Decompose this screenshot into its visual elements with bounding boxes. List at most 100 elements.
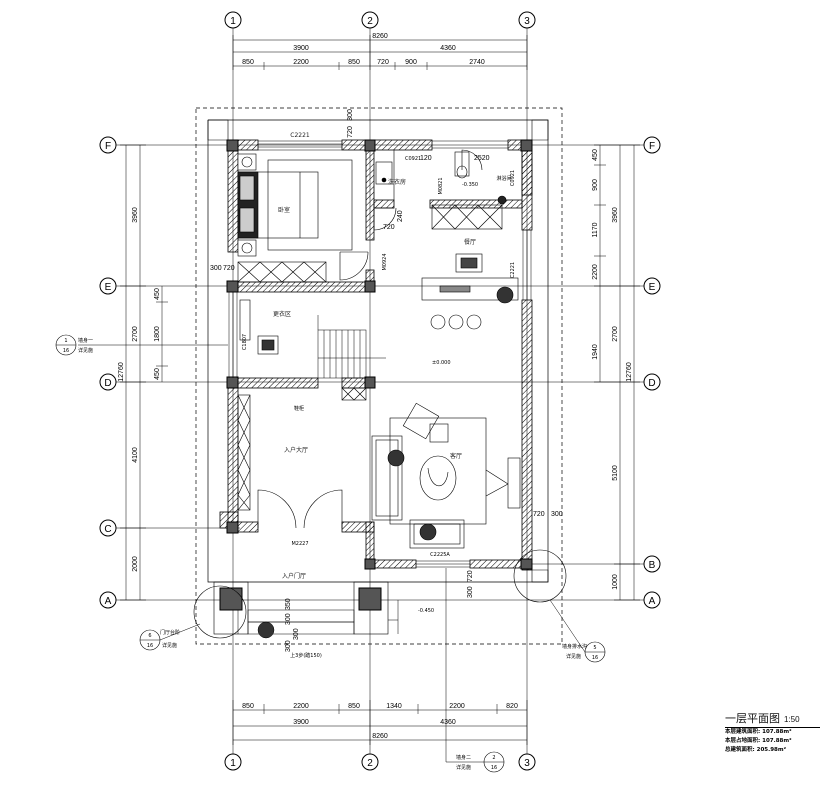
label-elev-top: -0.350 xyxy=(462,182,478,188)
dim-misc-720b: 720 xyxy=(223,265,235,272)
dim-misc-350: 350 xyxy=(285,598,292,610)
svg-text:16: 16 xyxy=(592,655,598,661)
shoe-cabinet xyxy=(237,387,367,511)
svg-text:2: 2 xyxy=(367,16,373,27)
svg-text:16: 16 xyxy=(491,765,497,771)
bottom-dim-2200a: 2200 xyxy=(293,703,309,710)
dim-misc-720d: 720 xyxy=(533,511,545,518)
label-c0921b: C0921 xyxy=(510,170,516,186)
left-inner-450a: 450 xyxy=(154,288,161,300)
label-dining: 餐厅 xyxy=(464,238,476,246)
left-dim-3960: 3960 xyxy=(132,207,139,223)
stairs xyxy=(317,315,386,379)
svg-text:A: A xyxy=(105,596,112,607)
bottom-dim-820: 820 xyxy=(506,703,518,710)
top-dimensions xyxy=(232,35,528,70)
svg-text:A: A xyxy=(649,596,656,607)
bottom-dim-850b: 850 xyxy=(348,703,360,710)
svg-text:1: 1 xyxy=(230,758,236,769)
bottom-dim-1340: 1340 xyxy=(386,703,402,710)
bed xyxy=(237,153,353,257)
label-bath: 淋浴间 xyxy=(496,175,511,182)
axis-bubble-top-3: 3 xyxy=(518,11,536,29)
top-dim-2740: 2740 xyxy=(469,59,485,66)
axis-bubble-bottom-2: 2 xyxy=(361,753,379,771)
svg-text:1: 1 xyxy=(230,16,236,27)
area-value-footprint: 107.88m² xyxy=(762,738,792,744)
axis-bubble-left-F: F xyxy=(99,136,117,154)
roof-outline xyxy=(195,107,563,645)
left-dim-4100: 4100 xyxy=(132,447,139,463)
dim-misc-720c: 720 xyxy=(383,224,395,231)
top-total-dim: 8260 xyxy=(372,33,388,40)
walls xyxy=(219,139,533,571)
area-line-floor: 本层建筑面积: 107.88m² xyxy=(725,728,820,737)
living-furniture xyxy=(371,402,521,549)
area-label-total: 总建筑面积: xyxy=(725,747,755,753)
bottom-dimensions xyxy=(232,700,528,745)
right-dim-1000: 1000 xyxy=(612,574,619,590)
label-living: 客厅 xyxy=(450,452,462,460)
svg-text:D: D xyxy=(648,378,655,389)
top-dim-2200: 2200 xyxy=(293,59,309,66)
top-dim-4360: 4360 xyxy=(440,45,456,52)
label-porch: 入户门厅 xyxy=(282,572,306,580)
dim-misc-240: 240 xyxy=(397,210,404,222)
right-inner-2200: 2200 xyxy=(592,264,599,280)
axis-bubble-right-A: A xyxy=(643,591,661,609)
svg-text:6: 6 xyxy=(148,633,151,639)
ref-bubble-left: 1 16 墙身一 详见施 xyxy=(55,334,228,356)
axis-bubble-left-D: D xyxy=(99,373,117,391)
label-storage: 更衣区 xyxy=(273,310,291,318)
left-inner-450b: 450 xyxy=(154,368,161,380)
bottom-dim-850a: 850 xyxy=(242,703,254,710)
area-line-footprint: 本层占地面积: 107.88m² xyxy=(725,737,820,746)
dim-misc-2520: 2520 xyxy=(474,155,490,162)
area-label-floor: 本层建筑面积: xyxy=(725,729,761,735)
axis-bubble-right-F: F xyxy=(643,136,661,154)
label-door-main: M2227 xyxy=(291,541,308,547)
axis-bubble-bottom-1: 1 xyxy=(224,753,242,771)
label-window-top: C2221 xyxy=(290,132,310,139)
label-door-m0821: M0821 xyxy=(438,177,444,194)
right-dim-2700: 2700 xyxy=(612,326,619,342)
label-door-m0924: M0924 xyxy=(382,253,388,270)
bathroom-fixtures xyxy=(431,151,507,230)
dim-misc-720a: 720 xyxy=(347,126,354,138)
svg-text:门厅台阶: 门厅台阶 xyxy=(160,629,180,636)
area-line-total: 总建筑面积: 205.98m² xyxy=(725,746,820,755)
bottom-dim-4360: 4360 xyxy=(440,719,456,726)
top-dim-850a: 850 xyxy=(242,59,254,66)
left-dim-2700: 2700 xyxy=(132,326,139,342)
svg-text:1: 1 xyxy=(64,338,67,344)
svg-text:3: 3 xyxy=(524,758,530,769)
kitchen-island xyxy=(421,253,519,330)
area-value-floor: 107.88m² xyxy=(762,729,792,735)
svg-text:墙身排水沟: 墙身排水沟 xyxy=(562,643,587,650)
storage-cabinet xyxy=(239,299,279,355)
svg-text:16: 16 xyxy=(63,348,69,354)
porch-steps xyxy=(237,600,399,639)
windows xyxy=(228,140,532,568)
dim-misc-300b: 300 xyxy=(210,265,222,272)
axis-bubble-right-D: D xyxy=(643,373,661,391)
axis-bubble-right-B: B xyxy=(643,555,661,573)
ref-bubble-bottom: 2 16 墙身二 详见施 xyxy=(445,568,505,773)
svg-text:D: D xyxy=(104,378,111,389)
drawing-scale: 1:50 xyxy=(784,715,800,724)
right-inner-900: 900 xyxy=(592,179,599,191)
axis-bubble-top-2: 2 xyxy=(361,11,379,29)
axis-bubble-bottom-3: 3 xyxy=(518,753,536,771)
dim-misc-300g: 300 xyxy=(467,586,474,598)
svg-text:墙身一: 墙身一 xyxy=(78,337,93,344)
bottom-total-dim: 8260 xyxy=(372,733,388,740)
dim-misc-720e: 720 xyxy=(467,570,474,582)
svg-text:5: 5 xyxy=(593,645,596,651)
svg-text:F: F xyxy=(105,141,111,152)
axis-bubble-top-1: 1 xyxy=(224,11,242,29)
left-inner-1800: 1800 xyxy=(154,326,161,342)
columns xyxy=(219,139,533,611)
label-bedroom: 卧室 xyxy=(278,206,290,214)
top-dim-720: 720 xyxy=(377,59,389,66)
